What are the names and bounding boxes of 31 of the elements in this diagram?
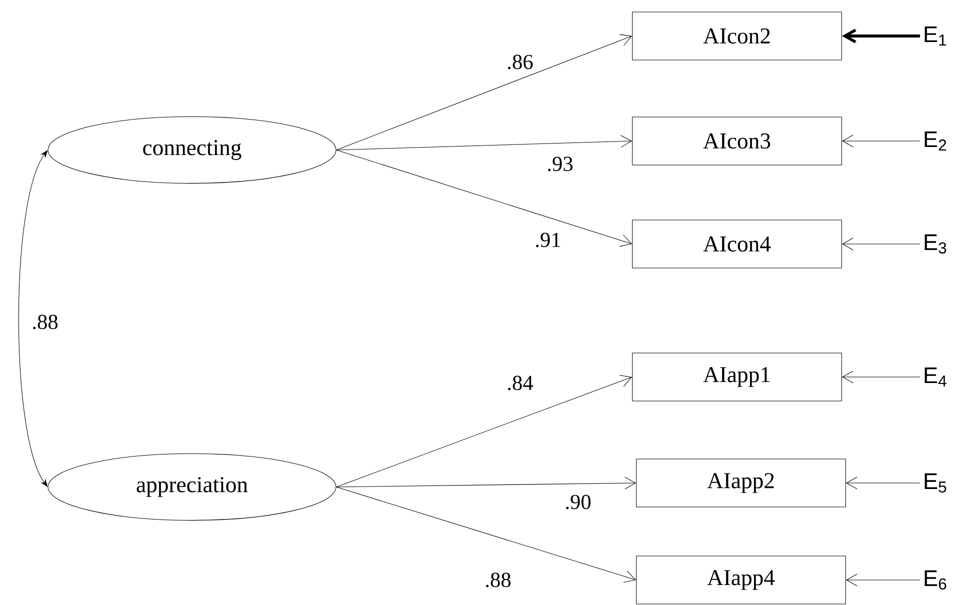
indicator-box: AIcon4 — [632, 220, 842, 268]
arrow — [842, 238, 920, 250]
arrow — [336, 135, 632, 150]
error-term-label: E$_{3}$ — [924, 234, 946, 254]
edge-label: .93 — [545, 155, 575, 173]
arrow — [336, 486, 636, 583]
error-term-label: E$_{1}$ — [924, 26, 946, 46]
indicator-box: AIapp1 — [632, 352, 842, 402]
edge-label: .90 — [563, 493, 593, 511]
edge-label: .86 — [505, 53, 535, 71]
arrow — [842, 134, 920, 148]
indicator-box: AIcon2 — [632, 12, 842, 60]
indicator-box: AIapp2 — [636, 458, 846, 508]
arrow — [842, 370, 920, 384]
arrow — [336, 476, 636, 490]
arrow — [846, 574, 920, 586]
error-term-label: E$_{5}$ — [924, 473, 946, 493]
edge-label: .84 — [505, 374, 535, 392]
indicator-box: AIcon3 — [632, 116, 842, 166]
edge-label: .88 — [483, 571, 513, 589]
error-term-label: E$_{4}$ — [924, 367, 946, 387]
error-term-label: E$_{2}$ — [924, 131, 946, 151]
error-term-label: E$_{6}$ — [924, 570, 946, 590]
indicator-box: AIapp4 — [636, 556, 846, 604]
arrow — [336, 375, 632, 488]
arrow — [336, 34, 632, 150]
arrow — [842, 28, 920, 44]
edge-label: .91 — [533, 231, 563, 249]
edge-label: .88 — [30, 313, 60, 331]
arrow — [846, 476, 920, 490]
arrow — [336, 150, 632, 247]
